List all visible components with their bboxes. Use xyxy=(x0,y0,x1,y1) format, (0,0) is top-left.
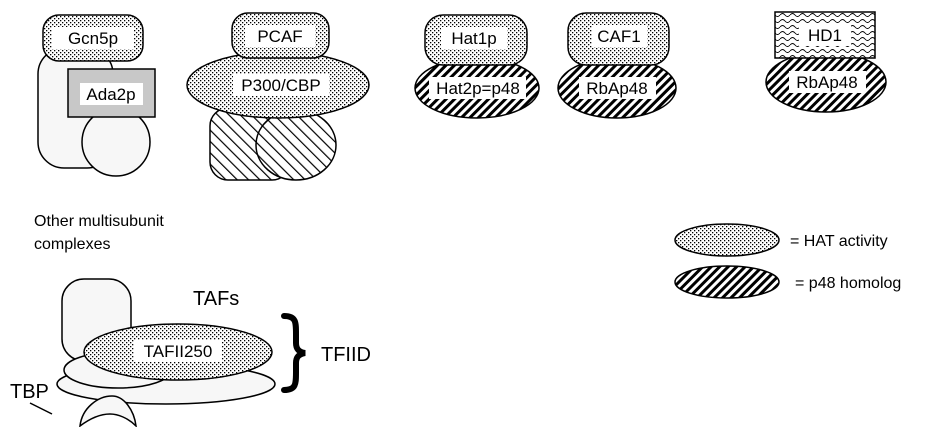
tfiid-brace xyxy=(281,313,306,393)
legend-hat-label: = HAT activity xyxy=(790,233,888,250)
tbp-pointer-line xyxy=(29,402,53,415)
tfiid-label: TFIID xyxy=(321,344,371,366)
p300-cbp-label: P300/CBP xyxy=(241,76,320,95)
gcn5p-label: Gcn5p xyxy=(68,29,118,48)
tafii250-label-bg xyxy=(134,340,222,362)
hd1-rbap48-label: RbAp48 xyxy=(796,73,857,92)
hd1-rbap48-label-bg xyxy=(789,71,866,93)
ada2p-label: Ada2p xyxy=(86,85,135,104)
caf1-complex: RbAp48 CAF1 xyxy=(557,12,677,119)
hat1-complex: Hat2p=p48 Hat1p xyxy=(414,14,540,119)
tbp-shape xyxy=(79,395,137,427)
hd1-complex: RbAp48 HD1 xyxy=(765,11,887,113)
gcn5p-label-bg xyxy=(52,27,134,49)
caf1-rbap48-label-bg xyxy=(579,77,656,99)
gcn5-complex: Ada2p Gcn5p xyxy=(37,14,156,177)
legend: = HAT activity = p48 homolog xyxy=(674,223,901,299)
gcn5-lobe-shape xyxy=(81,107,151,177)
caf1-label: CAF1 xyxy=(597,27,640,46)
hd1-label: HD1 xyxy=(808,26,842,45)
legend-hat-swatch xyxy=(674,223,780,257)
tfiid-complex: TAFII250 xyxy=(29,278,276,427)
caf1-label-bg xyxy=(592,25,647,47)
other-heading-line1: Other multisubunit xyxy=(34,213,164,230)
pcaf-label: PCAF xyxy=(257,27,302,46)
tafs-label: TAFs xyxy=(193,288,239,310)
legend-p48-swatch xyxy=(674,265,780,299)
ada2p-label-bg xyxy=(80,83,143,105)
tafii250-label: TAFII250 xyxy=(144,342,213,361)
hat1p-label-bg xyxy=(441,27,507,49)
caf1-rbap48-label: RbAp48 xyxy=(586,79,647,98)
pcaf-label-bg xyxy=(245,25,315,47)
pcaf-lower-right-shape xyxy=(255,109,337,181)
tbp-label: TBP xyxy=(10,381,49,403)
hat1p-label: Hat1p xyxy=(451,29,496,48)
legend-p48-label: = p48 homolog xyxy=(795,275,901,292)
hd1-label-bg xyxy=(799,24,851,46)
other-heading-line2: complexes xyxy=(34,236,110,253)
hat2p-label-bg xyxy=(429,77,526,99)
p300-cbp-label-bg xyxy=(233,74,329,96)
pcaf-complex: P300/CBP PCAF xyxy=(186,12,370,181)
hat2p-p48-label: Hat2p=p48 xyxy=(436,79,520,98)
